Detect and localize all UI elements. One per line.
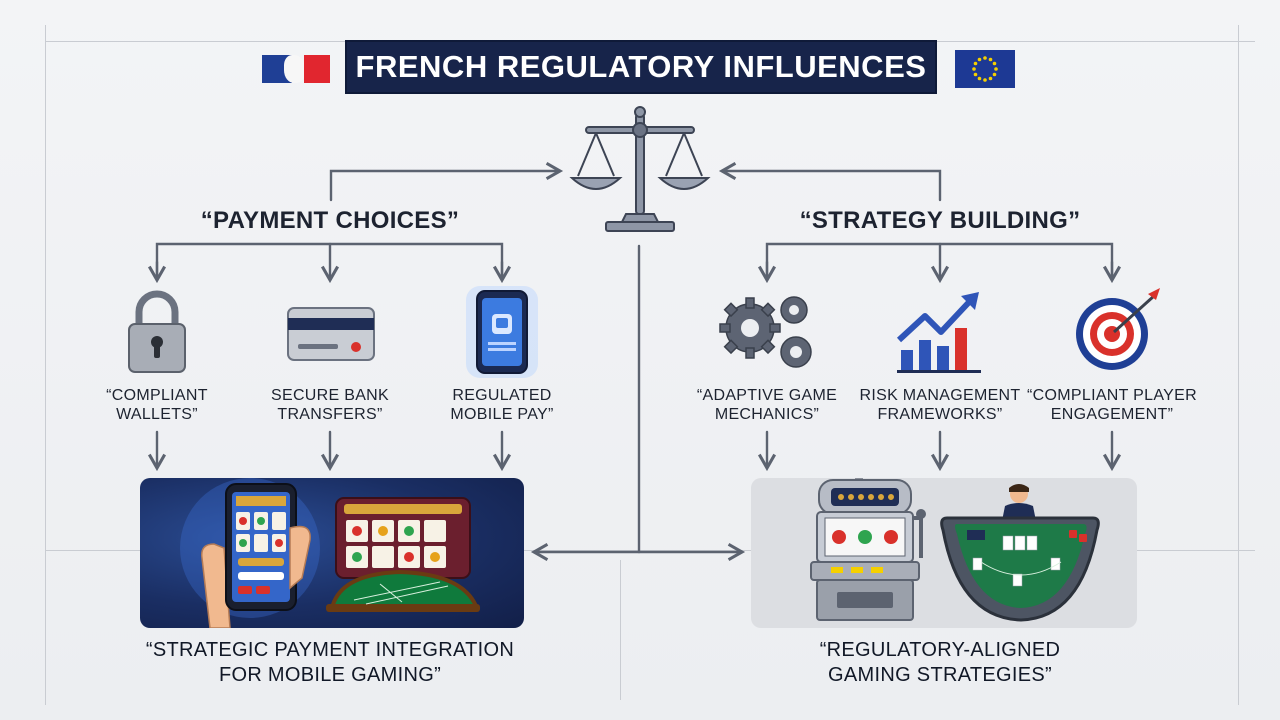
french-flag-icon [262, 55, 330, 83]
risk-management-frameworks-label: RISK MANAGEMENT FRAMEWORKS” [859, 387, 1021, 423]
title-banner: FRENCH REGULATORY INFLUENCES [345, 40, 937, 94]
eu-flag-icon [955, 50, 1015, 88]
slot-machine-and-blackjack-illustration [751, 478, 1137, 628]
mobile-casino-illustration [140, 478, 524, 628]
diagram-title: FRENCH REGULATORY INFLUENCES [355, 49, 927, 84]
strategy-building-heading: “STRATEGY BUILDING” [799, 207, 1081, 234]
smartphone-icon [466, 286, 538, 378]
growth-chart-icon [896, 292, 981, 373]
target-icon [1076, 288, 1160, 370]
frame-center-line [620, 560, 621, 700]
secure-bank-transfers-label: SECURE BANK TRANSFERS” [271, 387, 389, 423]
credit-card-icon [287, 307, 375, 361]
payment-choices-heading: “PAYMENT CHOICES” [200, 207, 460, 234]
left-caption: “STRATEGIC PAYMENT INTEGRATION FOR MOBIL… [145, 639, 515, 686]
right-caption: “REGULATORY-ALIGNED GAMING STRATEGIES” [819, 639, 1061, 686]
gears-icon [719, 296, 812, 368]
frame-right-line [1238, 25, 1239, 705]
frame-left-line [45, 25, 46, 705]
regulated-mobile-pay-label: REGULATED MOBILE PAY” [450, 387, 554, 423]
compliant-wallets-label: “COMPLIANT WALLETS” [106, 387, 208, 423]
adaptive-game-mechanics-label: “ADAPTIVE GAME MECHANICS” [696, 387, 838, 423]
frame-mid-line [45, 550, 1255, 551]
scales-of-justice-icon [569, 106, 711, 232]
padlock-icon [128, 290, 186, 373]
compliant-player-engagement-label: “COMPLIANT PLAYER ENGAGEMENT” [1027, 387, 1197, 423]
